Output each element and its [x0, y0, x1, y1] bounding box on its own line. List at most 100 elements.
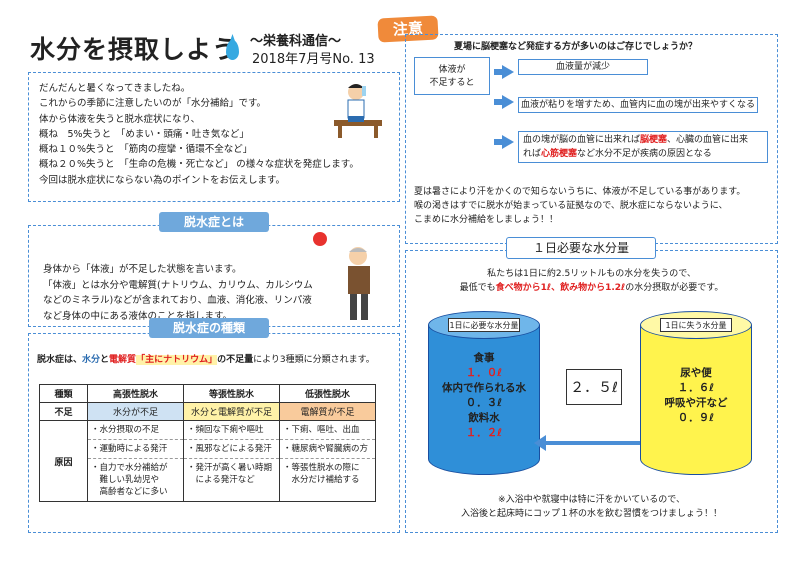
- cause-line: ・糖尿病や腎臓病の方: [280, 440, 375, 459]
- step3-text: れば: [523, 149, 542, 159]
- desc-text: の水分摂取が必要です。: [625, 283, 724, 293]
- total-box: ２．５ℓ: [566, 369, 622, 405]
- lose-item-value: １．６ℓ: [677, 382, 715, 394]
- need-item-value: １．２ℓ: [465, 427, 503, 439]
- types-description: 脱水症は、水分と電解質「主にナトリウム」の不足量により3種類に分類されます。: [37, 352, 375, 365]
- need-item-name: 飲料水: [468, 412, 500, 424]
- lose-item-name: 呼吸や汗など: [664, 397, 728, 409]
- water-note-2: 入浴後と起床時にコップ１杯の水を飲む習慣をつけましょう！！: [460, 509, 722, 519]
- flow-arrow-icon: [502, 135, 514, 149]
- intro-line: 体から体液を失うと脱水症状になり、: [39, 113, 201, 125]
- cause-line: ・発汗が高く暑い時期 による発汗など: [187, 463, 273, 485]
- lose-values: 尿や便 １．６ℓ 呼吸や汗など ０．９ℓ: [640, 366, 752, 426]
- elderly-person-illustration: [348, 247, 370, 320]
- intro-line: だんだんと暑くなってきましたね。: [39, 83, 191, 94]
- heat-question: 夏場に脳梗塞など発症する方が多いのはご存じでしょうか？: [454, 42, 698, 52]
- intro-box: だんだんと暑くなってきましたね。 これからの季節に注意したいのが「水分補給」です…: [28, 72, 400, 202]
- table-row-label: 原因: [39, 420, 88, 502]
- lose-item-value: ０．９ℓ: [677, 412, 715, 424]
- need-values: 食事 １．０ℓ 体内で作られる水 ０．３ℓ 飲料水 １．２ℓ: [428, 351, 540, 441]
- infarction-highlight: 心筋梗塞: [541, 149, 578, 159]
- lose-item-name: 尿や便: [680, 367, 712, 379]
- intro-line: 概ね 5%失うと 「めまい・頭痛・吐き気など」: [39, 128, 249, 140]
- flow-step3-box: 血の塊が脳の血管に出来れば脳梗塞、心臓の血管に出来 れば心筋梗塞など水分不足が疾…: [518, 131, 768, 163]
- cause-line: ・等張性脱水の際に 水分だけ補給する: [283, 463, 360, 485]
- flow-arrow-bar: [494, 69, 504, 75]
- table-header: 低張性脱水: [279, 384, 376, 403]
- desc-sodium: 「主にナトリウム」: [136, 355, 218, 365]
- issue-number: 2018年7月号No. 13: [252, 52, 375, 67]
- cause-line: ・風邪などによる発汗: [184, 440, 279, 459]
- dehydration-line: などのミネラル)などが含まれており、血液、消化液、リンパ液: [43, 295, 312, 306]
- heat-note-line: こまめに水分補給をしましょう！！: [414, 215, 559, 225]
- heat-note-line: 夏は暑さにより汗をかくので知らないうちに、体液が不足している事があります。: [414, 187, 746, 197]
- dehydration-label: 脱水症とは: [159, 212, 269, 232]
- water-label: １日必要な水分量: [506, 237, 656, 259]
- intro-line: 今回は脱水症状にならない為のポイントをお伝えします。: [39, 174, 286, 186]
- lose-label: 1日に失う水分量: [660, 318, 732, 332]
- types-table: 種類 高張性脱水 等張性脱水 低張性脱水 不足 水分が不足 水分と電解質が不足 …: [39, 384, 376, 502]
- types-section: 脱水症の種類 脱水症は、水分と電解質「主にナトリウム」の不足量により3種類に分類…: [28, 318, 400, 533]
- table-header: 等張性脱水: [183, 384, 280, 403]
- flow-start-box: 体液が 不足すると: [414, 57, 490, 95]
- types-label: 脱水症の種類: [149, 318, 269, 338]
- heat-section: 夏場に脳梗塞など発症する方が多いのはご存じでしょうか？ 体液が 不足すると 血液…: [405, 34, 778, 244]
- need-item-value: ０．３ℓ: [465, 397, 503, 409]
- intro-line: 概ね１０%失うと 「筋肉の痙攣・循環不全など」: [39, 144, 253, 156]
- double-arrow-icon: [534, 435, 656, 451]
- water-desc-2: 最低でも食べ物から1ℓ、飲み物から1.2ℓの水分摂取が必要です。: [406, 281, 777, 295]
- desc-text: と: [100, 355, 110, 365]
- dehydration-line: 身体から「体液」が不足した状態を言います。: [43, 264, 242, 275]
- flow-arrow-bar: [494, 139, 504, 145]
- table-header: 種類: [39, 384, 88, 403]
- cause-line: ・運動時による発汗: [88, 440, 183, 459]
- dehydration-line: 「体液」とは水分や電解質(ナトリウム、カリウム、カルシウム: [43, 279, 313, 291]
- table-cell: ・下痢、嘔吐、出血 ・糖尿病や腎臓病の方 ・等張性脱水の際に 水分だけ補給する: [279, 420, 376, 502]
- step3-text: 血の塊が脳の血管に出来れば: [523, 135, 641, 145]
- page-subtitle: ～栄養科通信～: [250, 34, 342, 49]
- table-cell: 電解質が不足: [279, 402, 376, 421]
- cause-line: ・下痢、嘔吐、出血: [280, 421, 375, 440]
- stroke-highlight: 脳梗塞: [640, 135, 668, 145]
- step3-text: など水分不足が疾病の原因となる: [577, 149, 712, 159]
- cause-line: ・自力で水分補給が 難しい乳幼児や 高齢者などに多い: [91, 463, 168, 497]
- dehydration-section: 脱水症とは 身体から「体液」が不足した状態を言います。 「体液」とは水分や電解質…: [28, 212, 400, 327]
- desc-text: の不足量: [217, 355, 254, 365]
- need-label: 1日に必要な水分量: [448, 318, 520, 332]
- table-row-label: 不足: [39, 402, 88, 421]
- heat-note: 夏は暑さにより汗をかくので知らないうちに、体液が不足している事があります。 喉の…: [414, 185, 745, 227]
- table-cell: ・水分摂取の不足 ・運動時による発汗 ・自力で水分補給が 難しい乳幼児や 高齢者…: [87, 420, 184, 502]
- need-item-name: 食事: [473, 352, 495, 364]
- intro-line: 概ね２０%失うと 「生命の危機・死亡など」 の様々な症状を発症します。: [39, 159, 359, 171]
- desc-text: により3種類に分類されます。: [253, 355, 375, 365]
- flow-arrow-icon: [502, 95, 514, 109]
- flow-step2-box: 血液が粘りを増すため、血管内に血の塊が出来やすくなる: [518, 97, 758, 113]
- step3-text: 、心臓の血管に出来: [667, 135, 749, 145]
- cylinder-body: [640, 325, 752, 475]
- water-drop-icon: [226, 40, 239, 60]
- desc-highlight: 食べ物から1ℓ、飲み物から1.2ℓ: [495, 283, 626, 293]
- desc-text: 最低でも: [459, 283, 496, 293]
- water-desc-1: 私たちは1日に約2.5リットルもの水分を失うので、: [487, 269, 696, 279]
- intro-line: これからの季節に注意したいのが「水分補給」です。: [39, 98, 267, 110]
- table-cell: 水分と電解質が不足: [183, 402, 280, 421]
- water-note-1: ※入浴中や就寝中は特に汗をかいているので、: [498, 495, 685, 505]
- cause-line: ・頻回な下痢や嘔吐: [184, 421, 279, 440]
- heat-note-line: 喉の渇きはすでに脱水が始まっている証拠なので、脱水症にならないように、: [414, 201, 728, 211]
- flow-step1-box: 血液量が減少: [518, 59, 648, 75]
- cause-line: ・水分摂取の不足: [88, 421, 183, 440]
- dehydration-line: など身体の中にある液体のことを指します。: [43, 310, 233, 322]
- desc-water: 水分: [82, 355, 101, 365]
- need-item-value: １．０ℓ: [465, 367, 503, 379]
- page-title: 水分を摂取しよう: [30, 35, 239, 64]
- sun-icon: [313, 232, 327, 246]
- table-cell: ・頻回な下痢や嘔吐 ・風邪などによる発汗 ・発汗が高く暑い時期 による発汗など: [183, 420, 280, 502]
- flow-arrow-bar: [494, 99, 504, 105]
- desc-text: 脱水症は、: [37, 355, 83, 365]
- drinking-person-illustration: [334, 84, 382, 138]
- flow-arrow-icon: [502, 65, 514, 79]
- dehydration-text: 身体から「体液」が不足した状態を言います。 「体液」とは水分や電解質(ナトリウム…: [43, 262, 313, 324]
- water-section: １日必要な水分量 私たちは1日に約2.5リットルもの水分を失うので、 最低でも食…: [405, 237, 778, 533]
- table-cell: 水分が不足: [87, 402, 184, 421]
- need-item-name: 体内で作られる水: [442, 382, 526, 394]
